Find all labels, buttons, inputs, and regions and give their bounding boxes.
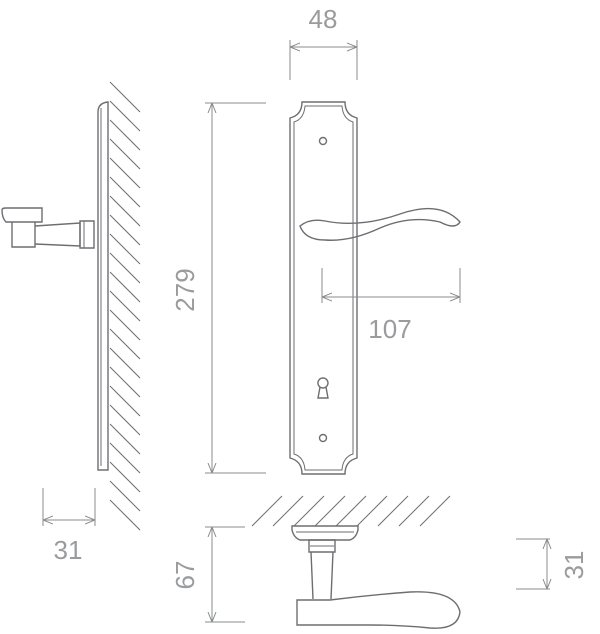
hatch-line xyxy=(109,461,141,493)
dimension-label-67: 67 xyxy=(170,561,200,590)
hatch-line xyxy=(377,495,409,527)
dimension-side-projection: 31 xyxy=(42,488,96,565)
hatch-line xyxy=(109,366,141,398)
hatch-line xyxy=(109,100,141,132)
hatch-line xyxy=(109,442,141,474)
dimension-plate-width: 48 xyxy=(289,4,358,80)
backplate-side-view xyxy=(97,101,109,471)
hatch-line xyxy=(109,385,141,417)
dimension-lever-height: 67 xyxy=(170,526,245,623)
dimension-label-48: 48 xyxy=(309,4,338,34)
hatch-line xyxy=(109,290,141,322)
hatch-line xyxy=(109,233,141,265)
hatch-line xyxy=(109,499,141,531)
hatch-line xyxy=(109,119,141,151)
hatch-line xyxy=(419,495,451,527)
hatch-line xyxy=(109,271,141,303)
hatch-line xyxy=(335,495,367,527)
lever-top-view xyxy=(291,525,461,629)
hatch-line xyxy=(109,328,141,360)
dimension-label-31-top: 31 xyxy=(559,551,589,580)
dimension-label-107: 107 xyxy=(368,314,411,344)
dimension-label-279: 279 xyxy=(170,268,200,311)
dimension-plate-height: 279 xyxy=(170,102,266,474)
hatch-line xyxy=(109,252,141,284)
hatch-line xyxy=(293,495,325,527)
hatch-line xyxy=(109,195,141,227)
hatch-line xyxy=(272,495,304,527)
hatch-line xyxy=(109,176,141,208)
backplate-front-view xyxy=(289,101,358,475)
dimension-rose-to-lever: 31 xyxy=(516,538,589,590)
hatch-line xyxy=(314,495,346,527)
screw-hole-top xyxy=(318,136,328,146)
hatch-line xyxy=(251,495,283,527)
wall-hatching-side xyxy=(109,81,141,531)
screw-hole-bottom xyxy=(318,433,328,443)
hatch-line xyxy=(109,347,141,379)
hatch-line xyxy=(398,495,430,527)
hatch-line xyxy=(109,157,141,189)
hatch-line xyxy=(109,309,141,341)
hatch-line xyxy=(109,214,141,246)
hatch-line xyxy=(109,404,141,436)
hatch-line xyxy=(109,81,141,113)
dimension-label-31-side: 31 xyxy=(54,535,83,565)
lever-front-view xyxy=(299,207,461,241)
hatch-line xyxy=(109,480,141,512)
dimension-lever-length: 107 xyxy=(321,268,461,344)
hatch-line xyxy=(109,138,141,170)
lever-side-view xyxy=(1,207,95,249)
wall-hatching-top xyxy=(251,495,451,527)
hatch-line xyxy=(356,495,388,527)
hatch-line xyxy=(109,423,141,455)
keyhole xyxy=(317,377,329,399)
